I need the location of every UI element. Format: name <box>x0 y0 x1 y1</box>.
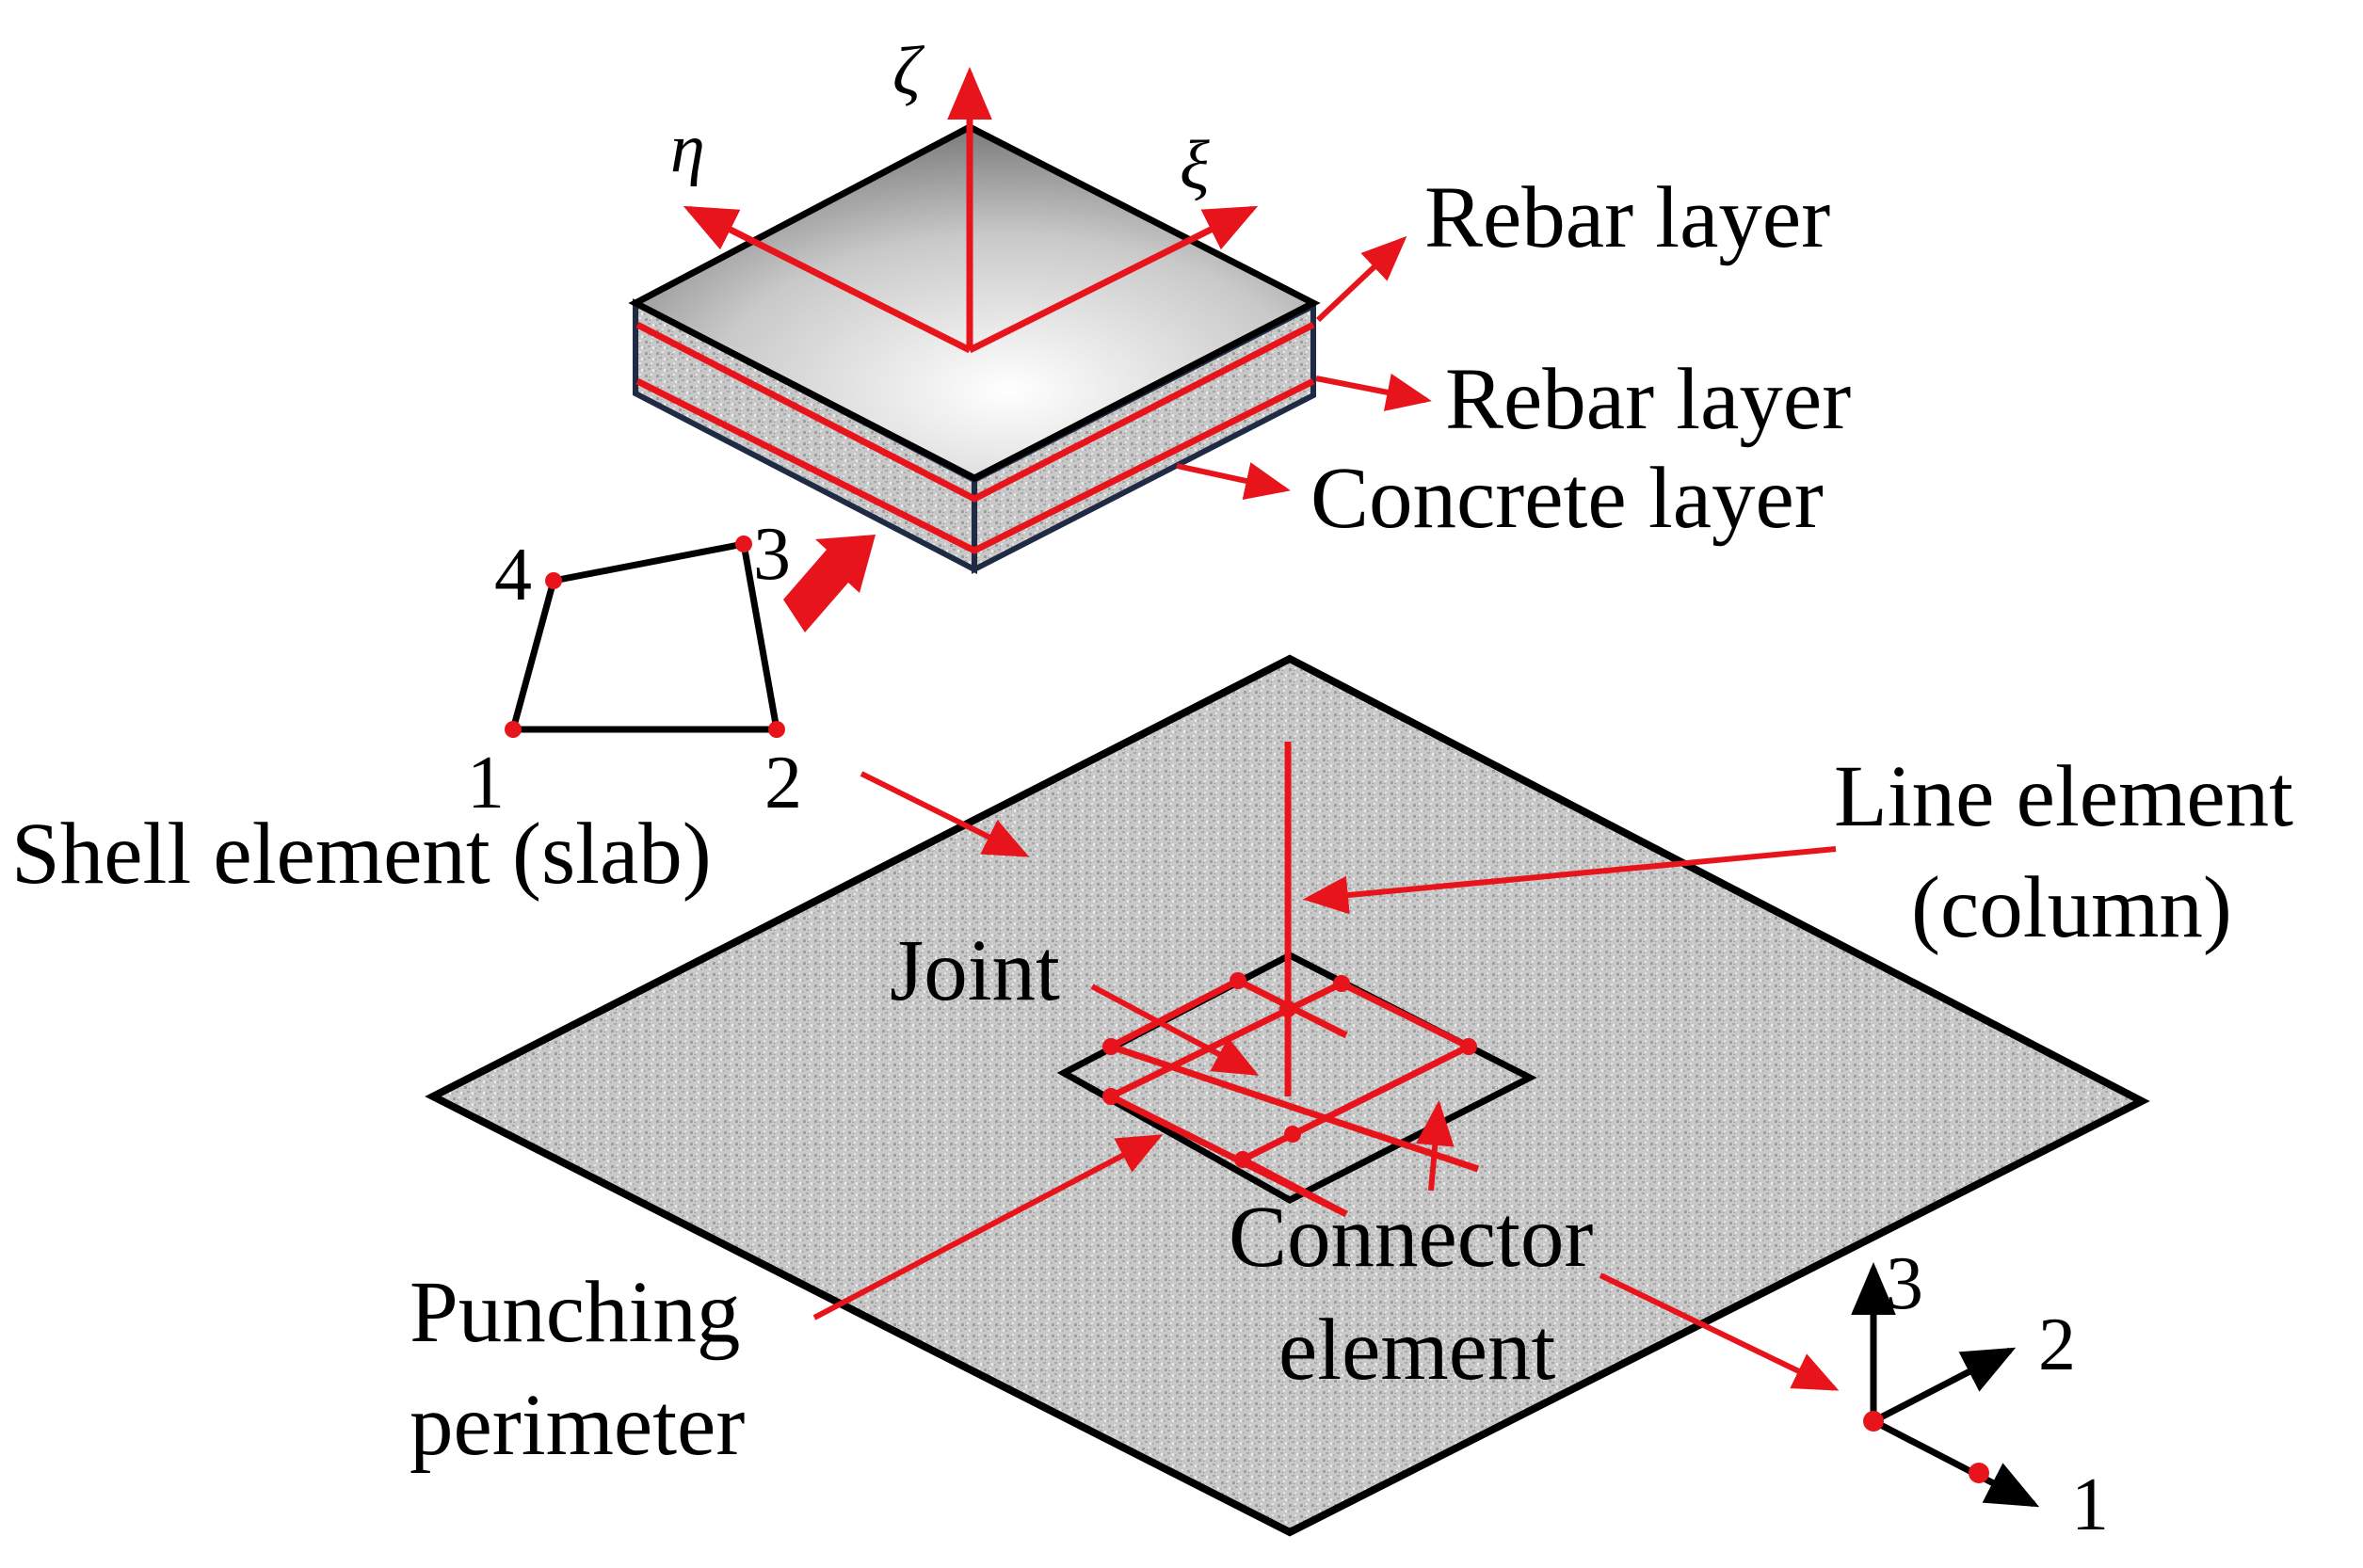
column-label: (column) <box>1911 859 2232 956</box>
rebar-layer-top-label: Rebar layer <box>1424 169 1830 266</box>
joint-pointer-arrow <box>1090 984 1260 1076</box>
punching-pointer-arrow <box>812 1134 1164 1320</box>
zeta-label: ζ <box>892 33 925 110</box>
node-4-label: 4 <box>494 534 532 616</box>
node-dot <box>1230 972 1246 989</box>
connector-nodes <box>1102 972 1477 1168</box>
node-3-label: 3 <box>753 513 791 596</box>
eta-axis <box>683 205 972 354</box>
axis-2-label: 2 <box>2038 1304 2076 1386</box>
node-dot <box>1460 1038 1477 1055</box>
layer-arrows <box>1176 235 1432 501</box>
node-dot <box>1333 975 1350 992</box>
joint-label: Joint <box>890 922 1060 1019</box>
node-dot <box>545 572 562 589</box>
punching-label-line2: perimeter <box>410 1377 745 1474</box>
node-dot <box>735 536 752 552</box>
concrete-layer-label: Concrete layer <box>1310 450 1824 547</box>
global-origin-dot <box>1863 1411 1884 1432</box>
shell-element-quad <box>505 536 785 738</box>
node-dot <box>505 721 522 738</box>
node-dot <box>1279 1000 1296 1017</box>
global-axis-node-dot <box>1969 1463 1989 1483</box>
node-2-label: 2 <box>764 742 802 824</box>
shell-element-label: Shell element (slab) <box>11 806 712 903</box>
global-axes <box>1851 1262 2040 1508</box>
xi-label: ξ <box>1180 127 1210 204</box>
layered-shell-block <box>628 67 1321 574</box>
connector-label-line2: element <box>1278 1302 1556 1399</box>
node-dot <box>768 721 785 738</box>
axis-3-label: 3 <box>1886 1242 1923 1325</box>
line-element-label: Line element <box>1834 748 2293 845</box>
node-dot <box>1102 1088 1119 1105</box>
punching-label-line1: Punching <box>410 1264 740 1361</box>
connector-label-line1: Connector <box>1229 1189 1593 1286</box>
node-1-label: 1 <box>467 742 505 824</box>
node-dot <box>1284 1126 1301 1143</box>
xi-axis <box>968 205 1259 354</box>
line-element-pointer-arrow <box>1303 846 1837 915</box>
node-dot <box>1234 1151 1251 1168</box>
rebar-layer-line-top <box>635 321 1315 503</box>
mapping-arrow <box>783 535 876 632</box>
eta-label: η <box>670 110 705 187</box>
rebar-layer-line-bottom <box>635 377 1315 554</box>
shell-pointer-arrow <box>860 771 1030 857</box>
connector-pointer-arrow <box>1415 1100 1455 1192</box>
connector-grid <box>1109 977 1480 1218</box>
node-dot <box>1102 1038 1119 1055</box>
connector-to-axes-arrow <box>1599 1272 1840 1391</box>
block-top-face <box>628 123 1321 482</box>
axis-1-label: 1 <box>2071 1464 2109 1546</box>
rebar-layer-bottom-label: Rebar layer <box>1445 351 1851 448</box>
